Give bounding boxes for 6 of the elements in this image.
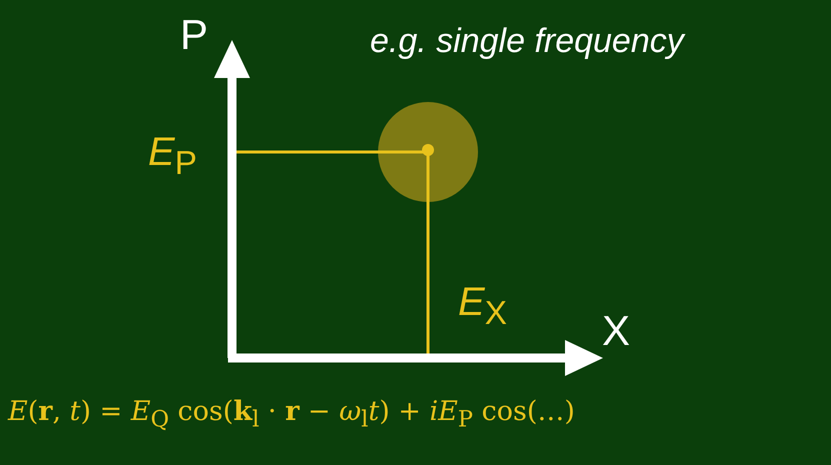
formula: E(r, t) = E$_{Q}$ cos(k$_{l}$ · r − ω$_{l}$t) + iE$_{P}$ cos(…) xyxy=(8,398,575,431)
axis-label: X xyxy=(602,310,630,352)
coordinate-label: E$_{X}$ xyxy=(458,282,507,330)
annotation-text: e.g. single frequency xyxy=(370,24,684,58)
axis-label: P xyxy=(180,14,208,56)
coordinate-label: E$_{P}$ xyxy=(148,132,197,180)
